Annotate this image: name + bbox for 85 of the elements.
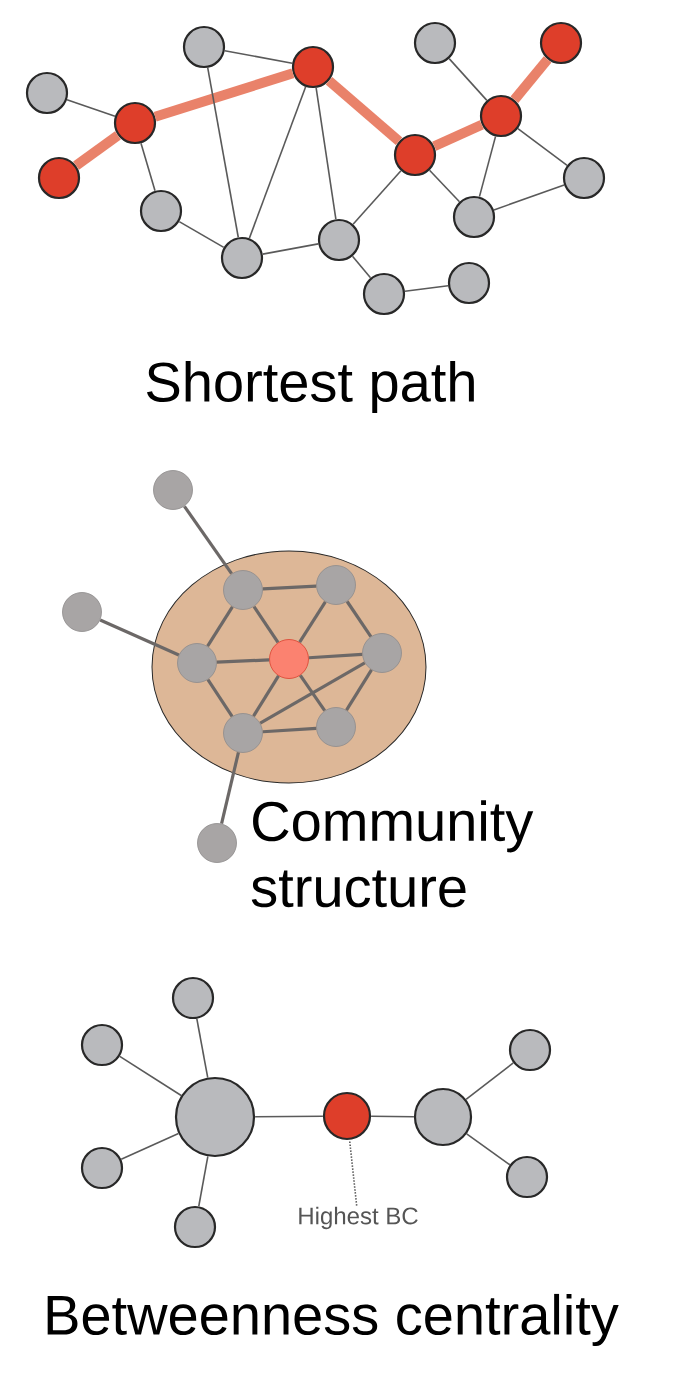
- edge-line: [428, 169, 461, 203]
- edge-line: [345, 600, 373, 638]
- caption: Shortest path: [147, 360, 474, 414]
- path-line: [510, 56, 552, 103]
- edge-line: [66, 99, 116, 117]
- network-node: [322, 1091, 372, 1141]
- network-node: [113, 101, 157, 145]
- edge-line: [216, 658, 270, 664]
- edge-line: [259, 661, 366, 725]
- edge-line: [183, 505, 233, 575]
- edge-line: [252, 675, 280, 717]
- caption: Betweenness centrality: [47, 1293, 619, 1347]
- edge-line: [206, 66, 240, 239]
- path-line: [432, 120, 484, 151]
- edge-line: [220, 752, 240, 824]
- edge-line: [465, 1062, 515, 1101]
- edge-line: [352, 169, 402, 226]
- network-node: [269, 639, 309, 679]
- edge-line: [248, 86, 307, 240]
- edge-line: [262, 584, 317, 591]
- network-node: [413, 21, 457, 65]
- edge-line: [120, 1132, 180, 1161]
- network-node: [223, 570, 263, 610]
- network-node: [316, 565, 356, 605]
- network-node: [539, 21, 583, 65]
- caption: Community structure: [251, 800, 534, 908]
- edge-line: [315, 87, 337, 220]
- network-node: [452, 195, 496, 239]
- path-line: [73, 131, 121, 170]
- edge-line: [206, 678, 234, 718]
- edge-line: [262, 726, 317, 734]
- edge-line: [206, 606, 234, 648]
- network-node: [25, 71, 69, 115]
- network-node: [393, 133, 437, 177]
- network-node: [139, 189, 183, 233]
- network-node: [505, 1155, 549, 1199]
- edge-line: [178, 220, 225, 249]
- edge-line: [351, 255, 372, 279]
- network-node: [317, 218, 361, 262]
- node-label: Highest BC: [299, 1206, 418, 1230]
- leader-line: [348, 1139, 358, 1207]
- edge-line: [517, 127, 568, 167]
- network-node: [171, 976, 215, 1020]
- network-node: [37, 156, 81, 200]
- network-node: [362, 633, 402, 673]
- network-node: [508, 1028, 552, 1072]
- network-node: [562, 156, 606, 200]
- edge-line: [254, 1115, 324, 1118]
- edge-line: [196, 1017, 209, 1079]
- network-node: [316, 707, 356, 747]
- network-node: [197, 823, 237, 863]
- edge-line: [261, 243, 320, 255]
- network-node: [479, 94, 523, 138]
- edge-line: [404, 284, 449, 293]
- edge-line: [99, 618, 180, 657]
- edge-line: [119, 1055, 182, 1097]
- edge-line: [140, 142, 156, 192]
- network-node: [153, 470, 193, 510]
- network-node: [291, 45, 335, 89]
- edge-line: [299, 674, 326, 712]
- edge-line: [308, 652, 363, 660]
- path-line: [153, 68, 295, 122]
- network-node: [362, 272, 406, 316]
- network-node: [413, 1087, 473, 1147]
- edge-line: [252, 605, 280, 644]
- network-node: [62, 592, 102, 632]
- edge-line: [198, 1155, 209, 1208]
- edge-line: [448, 57, 488, 102]
- edge-line: [493, 184, 565, 211]
- network-node: [173, 1205, 217, 1249]
- network-node: [182, 25, 226, 69]
- network-node: [447, 261, 491, 305]
- network-node: [80, 1146, 124, 1190]
- path-line: [325, 77, 403, 145]
- edge-line: [465, 1133, 511, 1166]
- network-node: [177, 643, 217, 683]
- edge-line: [298, 600, 327, 644]
- network-node: [174, 1076, 256, 1158]
- edge-line: [370, 1115, 415, 1118]
- edge-line: [478, 135, 497, 198]
- network-node: [220, 236, 264, 280]
- edge-line: [345, 669, 373, 711]
- network-node: [80, 1023, 124, 1067]
- edge-line: [223, 50, 294, 64]
- network-node: [223, 713, 263, 753]
